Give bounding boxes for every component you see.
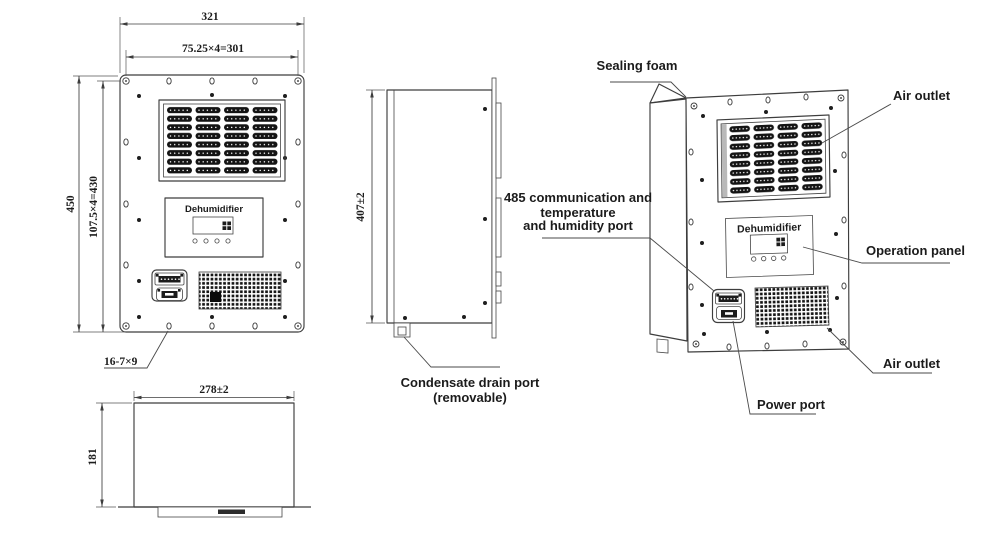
operation-panel-label: Operation panel: [866, 243, 965, 258]
vent-depth-shade: [721, 124, 728, 198]
drain-label-line1: Condensate drain port: [401, 375, 540, 390]
iso-left-face: [649, 98, 688, 342]
air-outlet-louver-vent: [158, 99, 286, 182]
corner-mounting-holes: [122, 77, 302, 330]
iso-air-outlet-vent: [716, 114, 831, 203]
bottom-dimensions: 278±2 181: [87, 384, 295, 508]
side-screw-dots: [403, 107, 487, 320]
power-port-label: Power port: [757, 397, 826, 412]
side-dimension: 407±2: [355, 89, 385, 324]
holes-note: 16-7×9: [104, 356, 138, 368]
display-screen: [192, 216, 234, 235]
port-connectors: [151, 269, 188, 302]
comm-port-leader: [542, 237, 715, 292]
dim-side-height: 407±2: [355, 192, 367, 222]
iso-edge-slot-holes: [688, 93, 847, 351]
dim-width-holes: 75.25×4=301: [182, 43, 244, 55]
bottom-plate-slot: [218, 509, 245, 514]
air-outlet-top-leader: [821, 103, 892, 144]
front-dimensions: 321 75.25×4=301 450 107.5×4=430 16-7×9: [65, 11, 305, 369]
iso-panel-title: Dehumidifier: [737, 221, 801, 235]
iso-foot: [656, 338, 669, 354]
iso-power-port-connector: [716, 306, 742, 320]
panel-title: Dehumidifier: [185, 204, 243, 215]
display-icon: [222, 221, 231, 230]
edge-slot-holes: [123, 77, 301, 330]
air-outlet-top-label: Air outlet: [893, 88, 951, 103]
drain-leader: [403, 336, 500, 368]
control-buttons: [192, 238, 231, 244]
iso-louver-slots: [728, 121, 825, 196]
dim-bottom-width: 278±2: [199, 384, 229, 396]
sealing-foam-leader: [610, 81, 687, 98]
side-view: 407±2 Condensate drain port (removable): [355, 77, 540, 405]
iso-cabinet-body: [649, 83, 688, 354]
drain-label-line2: (removable): [433, 390, 507, 405]
front-view: Dehumidifier: [65, 11, 305, 369]
side-body-outline: [386, 89, 493, 324]
iso-comm-port-connector: [715, 292, 742, 305]
screw-dots: [137, 93, 287, 319]
bottom-body-outline: [133, 402, 295, 508]
comm-port-label-line2: temperature: [540, 205, 615, 220]
mounting-plate-edge: [491, 77, 497, 339]
iso-view: Dehumidifier: [504, 58, 965, 415]
comm-port-connector: [154, 272, 185, 286]
iso-control-buttons: [751, 255, 787, 262]
comm-port-label-line1: 485 communication and: [504, 190, 652, 205]
iso-screw-dots: [700, 106, 839, 336]
holes-note-leader: [104, 330, 169, 369]
dim-height-holes: 107.5×4=430: [88, 176, 100, 238]
dim-height-total: 450: [65, 195, 77, 213]
dim-width-total: 321: [201, 11, 219, 23]
iso-display-screen: [749, 233, 789, 255]
operation-panel: Dehumidifier: [164, 197, 264, 258]
iso-port-connectors: [711, 288, 746, 324]
iso-corner-holes: [690, 94, 847, 348]
air-outlet-bottom-leader: [826, 327, 932, 374]
power-port-connector: [156, 287, 183, 301]
operation-panel-leader: [802, 246, 950, 264]
air-outlet-mesh: [198, 271, 282, 310]
side-protrusions: [495, 102, 502, 304]
condensate-drain-port: [393, 322, 411, 338]
iso-display-icon: [776, 237, 786, 247]
power-port-leader: [732, 320, 816, 415]
iso-air-outlet-mesh: [754, 285, 830, 328]
bottom-view: 278±2 181: [87, 384, 311, 518]
air-outlet-bottom-label: Air outlet: [883, 356, 941, 371]
sealing-foam-label: Sealing foam: [597, 58, 678, 73]
comm-port-label-line3: and humidity port: [523, 218, 633, 233]
iso-annotations: Sealing foam Air outlet 485 communicatio…: [504, 58, 965, 415]
dim-bottom-depth: 181: [87, 448, 99, 466]
iso-operation-panel: Dehumidifier: [725, 215, 814, 278]
louver-slots: [165, 106, 280, 175]
